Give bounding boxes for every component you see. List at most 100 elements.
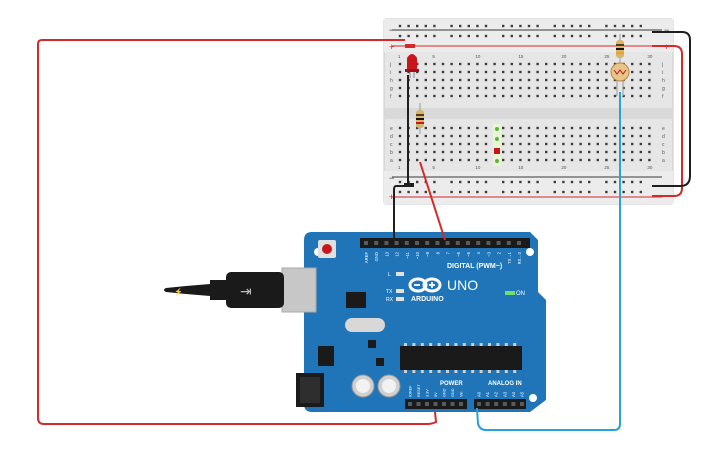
breadboard-hole	[605, 142, 608, 146]
digital-pin-socket[interactable]	[374, 241, 379, 245]
analog-pin-socket[interactable]	[502, 402, 507, 406]
blue-wire-a0[interactable]	[476, 92, 621, 431]
power-pin-socket[interactable]	[450, 402, 455, 406]
digital-pin-socket[interactable]	[517, 241, 521, 245]
rail-hole	[433, 34, 436, 38]
breadboard-hole	[441, 126, 445, 130]
red-wire-rail[interactable]	[652, 45, 683, 197]
rail-hole	[424, 34, 427, 38]
digital-pin-socket[interactable]	[404, 241, 409, 245]
breadboard-hole	[553, 134, 556, 138]
breadboard-hole	[467, 94, 470, 98]
row-letter: b	[662, 150, 665, 156]
breadboard-hole	[433, 142, 436, 146]
rail-hole	[579, 190, 582, 194]
breadboard-hole	[467, 134, 470, 138]
rail-hole	[527, 180, 531, 184]
digital-pin-socket[interactable]	[364, 241, 368, 245]
power-pin-socket[interactable]	[442, 402, 446, 406]
breadboard-hole	[639, 142, 642, 146]
row-letter: e	[662, 126, 665, 132]
rail-hole	[588, 180, 591, 184]
mounting-hole	[526, 248, 534, 256]
rail-hole	[579, 34, 582, 38]
power-pin-label: IOREF	[409, 385, 413, 397]
breadboard-hole	[416, 62, 419, 66]
breadboard-hole	[502, 94, 505, 98]
digital-pin-socket[interactable]	[486, 241, 491, 245]
usb-chip	[346, 292, 366, 308]
breadboard-hole	[622, 126, 625, 130]
red-wire-pin9[interactable]	[419, 161, 446, 241]
breadboard-hole	[553, 126, 556, 130]
digital-pin-socket[interactable]	[476, 241, 481, 245]
power-pin-label: GND	[443, 388, 447, 397]
col-number: 30	[647, 165, 653, 170]
breadboard-hole	[502, 142, 505, 146]
breadboard-hole	[398, 70, 402, 74]
analog-pin-socket[interactable]	[477, 402, 481, 406]
reset-button-cap[interactable]	[322, 244, 332, 254]
breadboard-hole	[527, 86, 531, 90]
rail-hole	[450, 34, 453, 38]
analog-pin-socket[interactable]	[485, 402, 490, 406]
digital-pin-socket[interactable]	[506, 241, 511, 245]
breadboard-hole	[459, 150, 462, 154]
breadboard-hole	[631, 78, 634, 82]
analog-header[interactable]	[474, 399, 526, 409]
resistor-led[interactable]	[416, 103, 424, 134]
breadboard-hole	[545, 94, 548, 98]
breadboard-hole	[398, 134, 402, 138]
digital-pin-socket[interactable]	[496, 241, 501, 245]
rail-hole	[416, 24, 419, 28]
red-wire-5v[interactable]	[37, 39, 438, 425]
analog-pin-socket[interactable]	[520, 402, 524, 406]
resistor-photocell[interactable]	[616, 34, 624, 66]
rail-hole	[510, 24, 513, 28]
power-pin-socket[interactable]	[433, 402, 438, 406]
breadboard-hole	[416, 134, 419, 138]
rail-hole	[510, 180, 513, 184]
digital-pin-socket[interactable]	[466, 241, 470, 245]
red-led[interactable]	[405, 54, 419, 78]
digital-pin-socket[interactable]	[435, 241, 440, 245]
digital-pin-socket[interactable]	[384, 241, 389, 245]
breadboard-hole	[510, 142, 513, 146]
breadboard-hole	[476, 78, 479, 82]
breadboard-hole	[536, 150, 539, 154]
photoresistor[interactable]	[610, 62, 630, 96]
analog-pin-socket[interactable]	[511, 402, 516, 406]
rail-hole	[433, 190, 436, 194]
rail-minus-label: −	[389, 25, 394, 35]
power-pin-socket[interactable]	[416, 402, 421, 406]
col-number: 30	[647, 54, 653, 59]
breadboard-hole	[648, 70, 651, 74]
rail-hole	[459, 180, 462, 184]
analog-label: ANALOG IN	[488, 381, 522, 387]
digital-pin-socket[interactable]	[425, 241, 430, 245]
power-pin-socket[interactable]	[459, 402, 463, 406]
breadboard-hole	[484, 158, 488, 162]
breadboard-hole	[648, 158, 651, 162]
rail-hole	[536, 24, 539, 28]
black-wire-rail[interactable]	[652, 31, 691, 187]
on-label: ON	[516, 291, 525, 297]
col-number: 15	[518, 54, 524, 59]
row-letter: c	[662, 142, 665, 148]
power-pin-label: Vin	[460, 392, 464, 397]
wires[interactable]	[37, 31, 691, 431]
digital-pin-socket[interactable]	[394, 241, 399, 245]
digital-pin-socket[interactable]	[445, 241, 450, 245]
digital-pin-socket[interactable]	[455, 241, 460, 245]
power-pin-socket[interactable]	[425, 402, 429, 406]
breadboard-hole	[588, 126, 591, 130]
usb-connector[interactable]: ⇥	[164, 267, 317, 313]
digital-pin-socket[interactable]	[415, 241, 419, 245]
digital-pin-label: 8	[435, 251, 440, 254]
digital-header[interactable]	[360, 238, 530, 248]
digital-pin-label: TX→1	[507, 251, 512, 264]
analog-pin-socket[interactable]	[494, 402, 499, 406]
power-pin-socket[interactable]	[408, 402, 412, 406]
